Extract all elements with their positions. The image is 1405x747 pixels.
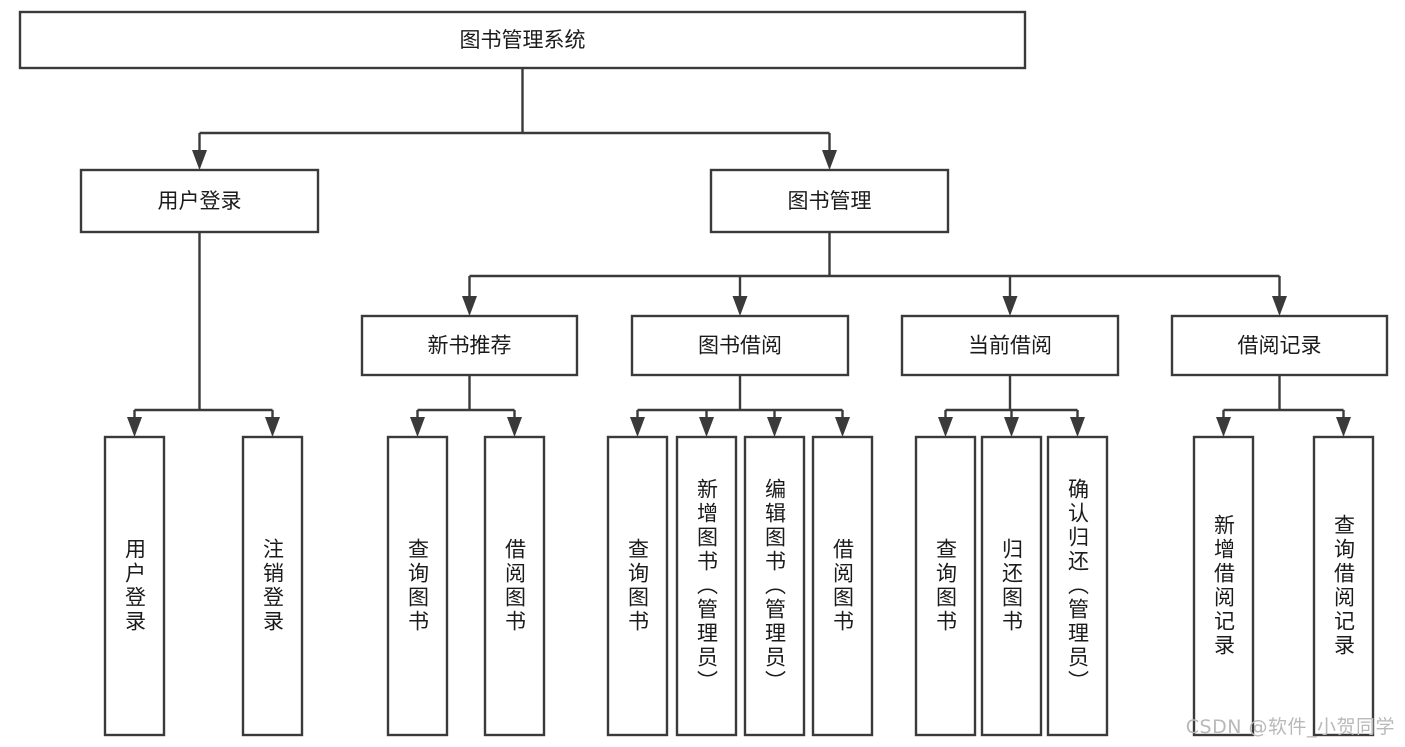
leaf-box-11[interactable] bbox=[1192, 435, 1255, 737]
leaf-box-0[interactable] bbox=[103, 435, 166, 737]
leaf-box-5[interactable] bbox=[675, 435, 738, 737]
watermark: CSDN @软件_小贺同学 bbox=[1185, 716, 1395, 738]
arrow-head-icon bbox=[462, 296, 477, 316]
arrow-head-icon bbox=[835, 417, 850, 437]
arrow-head-icon bbox=[767, 417, 782, 437]
leaf-box-12[interactable] bbox=[1312, 435, 1375, 737]
leaf-box-10[interactable] bbox=[1046, 435, 1109, 737]
node-box-用户登录[interactable] bbox=[79, 168, 320, 234]
arrow-head-icon bbox=[127, 417, 142, 437]
leaf-box-1[interactable] bbox=[241, 435, 304, 737]
arrow-head-icon bbox=[1004, 417, 1019, 437]
leaf-box-3[interactable] bbox=[483, 435, 546, 737]
node-label-用户登录: 用户登录 bbox=[158, 189, 242, 213]
leaf-box-7[interactable] bbox=[811, 435, 874, 737]
arrow-head-icon bbox=[699, 417, 714, 437]
leaf-box-6[interactable] bbox=[743, 435, 806, 737]
node-box-当前借阅[interactable] bbox=[900, 314, 1120, 377]
node-box-图书借阅[interactable] bbox=[630, 314, 850, 377]
node-box-借阅记录[interactable] bbox=[1170, 314, 1389, 377]
arrow-head-icon bbox=[1216, 417, 1231, 437]
arrow-head-icon bbox=[1272, 296, 1287, 316]
node-box-layer bbox=[18, 10, 1389, 737]
node-box-新书推荐[interactable] bbox=[360, 314, 579, 377]
leaf-box-8[interactable] bbox=[914, 435, 977, 737]
node-label-图书借阅: 图书借阅 bbox=[698, 334, 782, 358]
connector-layer bbox=[127, 68, 1351, 437]
arrow-head-icon bbox=[192, 150, 207, 170]
node-label-新书推荐: 新书推荐 bbox=[428, 334, 512, 358]
leaf-box-9[interactable] bbox=[980, 435, 1043, 737]
arrow-head-icon bbox=[822, 150, 837, 170]
node-box-root[interactable] bbox=[18, 10, 1027, 70]
arrow-head-icon bbox=[938, 417, 953, 437]
arrow-head-icon bbox=[1336, 417, 1351, 437]
node-label-当前借阅: 当前借阅 bbox=[968, 334, 1052, 358]
node-label-root: 图书管理系统 bbox=[460, 28, 586, 52]
arrow-head-icon bbox=[732, 296, 748, 316]
arrow-head-icon bbox=[1002, 296, 1018, 316]
arrow-head-icon bbox=[630, 417, 645, 437]
node-label-借阅记录: 借阅记录 bbox=[1238, 334, 1322, 358]
node-box-图书管理[interactable] bbox=[709, 168, 950, 234]
node-label-图书管理: 图书管理 bbox=[788, 189, 872, 213]
leaf-box-2[interactable] bbox=[386, 435, 449, 737]
leaf-box-4[interactable] bbox=[606, 435, 669, 737]
arrow-head-icon bbox=[265, 417, 280, 437]
arrow-head-icon bbox=[507, 417, 522, 437]
arrow-head-icon bbox=[1070, 417, 1085, 437]
arrow-head-icon bbox=[410, 417, 425, 437]
